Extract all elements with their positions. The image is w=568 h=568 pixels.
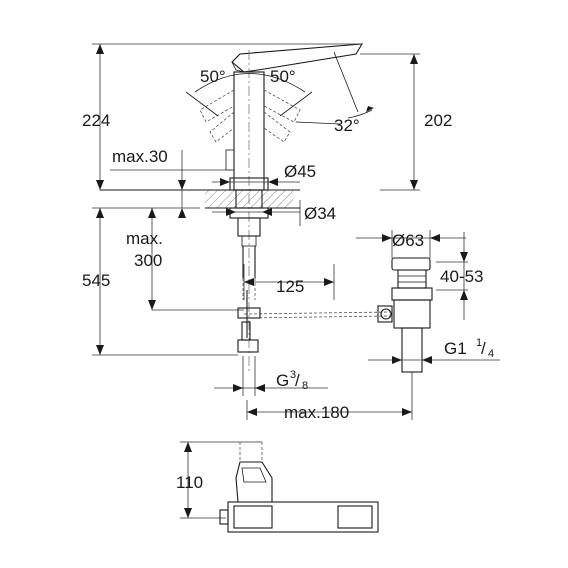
counter-deck [100,189,300,209]
dimension-lines [92,43,500,519]
label-hose-thread-den: 8 [302,380,308,392]
label-spout-height: 202 [424,111,452,130]
label-drain-thread-num: 1 [476,337,482,349]
label-drain-thread: G1 [444,339,467,358]
faucet-plan-view [219,442,379,533]
faucet-elevation [185,43,374,372]
label-reach: max.180 [284,403,349,422]
label-body-diameter: Ø45 [284,162,316,181]
label-drain-thread-slash: / [481,339,486,358]
label-hose-thread-num: 3 [290,369,296,381]
label-hole-diameter: Ø34 [304,204,336,223]
label-spout-angle: 32° [334,116,360,135]
label-below-deck: 545 [82,271,110,290]
mounting-assembly [229,207,391,353]
label-plan-height: 110 [176,473,203,492]
label-drain-thread-den: 4 [488,348,494,360]
label-max-drop-1: max. [126,229,163,248]
label-lever-right-angle: 50° [270,67,296,86]
label-max-drop-2: 300 [134,251,162,270]
label-drain-diameter: Ø63 [392,231,424,250]
spout [231,43,364,73]
label-waste-offset: 125 [276,277,304,296]
label-lever-left-angle: 50° [200,67,226,86]
label-max-deck: max.30 [112,147,168,166]
dimension-labels: 224 202 max.30 Ø45 Ø34 max. 300 545 125 … [82,67,494,492]
label-drain-range: 40-53 [440,267,483,286]
label-total-height: 224 [82,111,110,130]
waste-drain [377,257,433,373]
label-hose-thread-slash: / [295,371,300,390]
label-hose-thread: G [276,371,289,390]
